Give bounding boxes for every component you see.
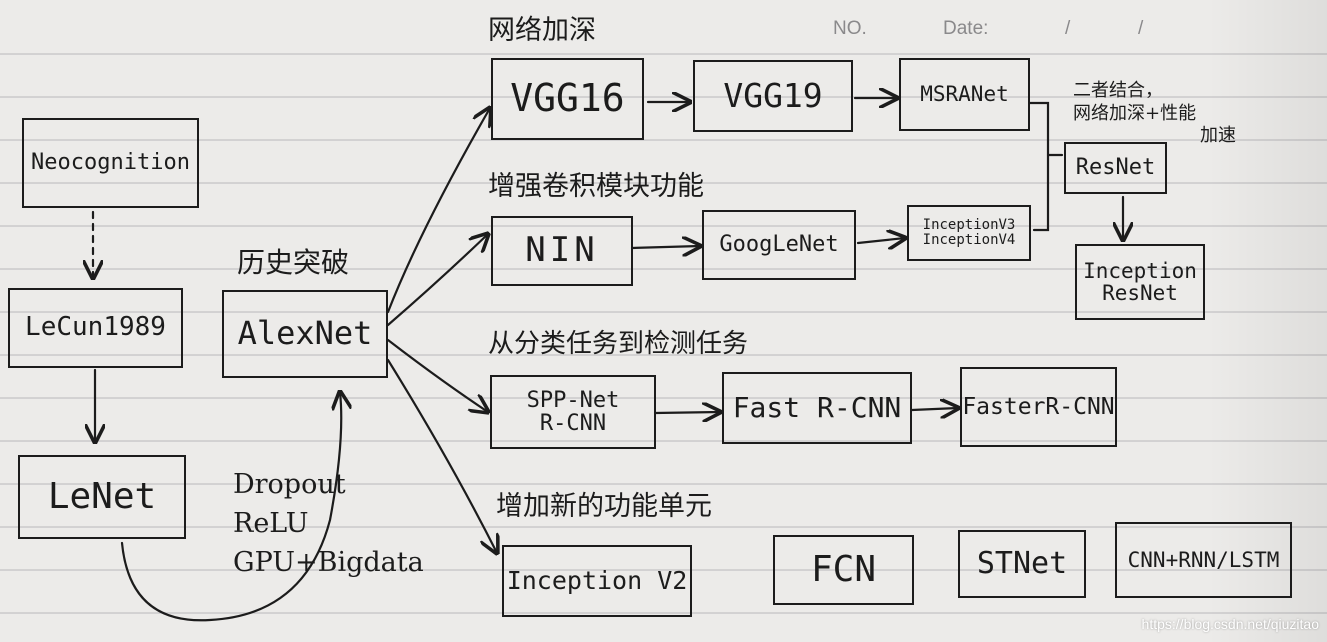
arrow-googlenet-inception xyxy=(856,238,905,243)
technique-relu: ReLU xyxy=(233,508,309,540)
label-new-functional-units: 增加新的功能单元 xyxy=(496,491,712,522)
spp-net-label: SPP-Net xyxy=(526,387,620,413)
arrow-alexnet-nin xyxy=(386,234,488,327)
header-no: NO. xyxy=(833,18,867,39)
header-date-slash-2: / xyxy=(1138,18,1144,39)
label-combine: 二者结合， 网络加深+性能 加速 xyxy=(1073,80,1236,148)
node-alexnet: AlexNet xyxy=(222,290,388,378)
combine-line-2: 网络加深+性能 xyxy=(1073,102,1197,124)
combine-line-3: 加速 xyxy=(1200,125,1236,146)
technique-dropout: Dropout xyxy=(233,469,346,500)
node-spp-rcnn: SPP-Net R-CNN xyxy=(490,375,656,449)
arrow-spp-fastrcnn xyxy=(653,412,720,413)
watermark-url: https://blog.csdn.net/qiuzitao xyxy=(1141,616,1319,632)
node-lenet: LeNet xyxy=(18,455,186,539)
node-cnn-rnn-lstm: CNN+RNN/LSTM xyxy=(1115,522,1292,598)
node-inception-resnet: Inception ResNet xyxy=(1075,244,1205,320)
node-nin: NIN xyxy=(491,216,633,286)
header-date: Date: xyxy=(943,18,989,39)
inception-v4-label: InceptionV4 xyxy=(922,232,1016,248)
inception-resnet-line-2: ResNet xyxy=(1102,281,1178,305)
node-inception-v2: Inception V2 xyxy=(502,545,692,617)
node-neocognition: Neocognition xyxy=(22,118,199,208)
node-faster-rcnn: FasterR-CNN xyxy=(960,367,1117,447)
node-inception-v3-v4: InceptionV3 InceptionV4 xyxy=(907,205,1031,261)
technique-gpu-bigdata: GPU+Bigdata xyxy=(233,547,424,579)
node-fast-rcnn: Fast R-CNN xyxy=(722,372,912,444)
arrow-alexnet-inceptionv2 xyxy=(386,358,497,553)
node-vgg19: VGG19 xyxy=(693,60,853,132)
node-msranet: MSRANet xyxy=(899,58,1030,131)
arrow-alexnet-vgg16 xyxy=(386,108,490,314)
node-vgg16: VGG16 xyxy=(491,58,644,140)
label-historic-breakthrough: 历史突破 xyxy=(237,246,350,279)
header-date-slash-1: / xyxy=(1065,18,1071,39)
rcnn-label: R-CNN xyxy=(539,411,607,436)
label-deepen-network: 网络加深 xyxy=(488,15,596,46)
techniques-list: Dropout ReLU GPU+Bigdata xyxy=(233,465,424,582)
label-enhance-conv-module: 增强卷积模块功能 xyxy=(488,171,704,202)
node-resnet: ResNet xyxy=(1064,142,1167,194)
bracket-combine xyxy=(1028,101,1050,232)
combine-line-1: 二者结合， xyxy=(1073,80,1163,101)
node-fcn: FCN xyxy=(773,535,914,605)
inception-v3-label: InceptionV3 xyxy=(922,217,1016,234)
label-classification-to-detection: 从分类任务到检测任务 xyxy=(488,329,749,359)
node-googlenet: GoogLeNet xyxy=(702,210,856,280)
arrow-fastrcnn-fasterrcnn xyxy=(910,408,958,410)
node-lecun1989: LeCun1989 xyxy=(8,288,183,368)
arrow-alexnet-spp xyxy=(386,338,488,412)
arrow-lenet-alexnet-curve xyxy=(120,392,341,622)
node-stnet: STNet xyxy=(958,530,1086,598)
inception-resnet-line-1: Inception xyxy=(1083,258,1197,283)
page-shadow xyxy=(1207,0,1327,642)
arrow-nin-googlenet xyxy=(630,246,700,248)
